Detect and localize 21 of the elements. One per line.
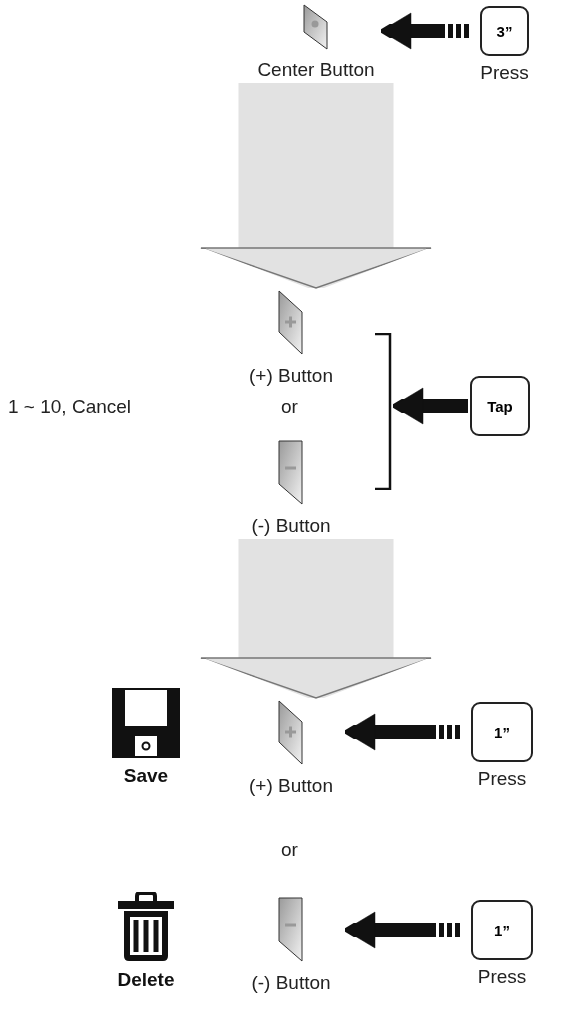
or-label: or (281, 839, 298, 861)
arrow (392, 387, 468, 425)
block-arrow (200, 83, 432, 289)
button-label: Center Button (257, 58, 375, 82)
value-range-label: 1 ~ 10, Cancel (8, 396, 132, 418)
block-arrow (200, 539, 432, 699)
or-label: or (281, 396, 298, 418)
key-box: 1” (471, 702, 533, 762)
key-box: 3” (480, 6, 529, 56)
icon-label: Delete (117, 968, 175, 992)
button-label: (-) Button (251, 971, 331, 995)
node-label: Press (476, 768, 528, 790)
bracket (374, 333, 392, 490)
button-label: (-) Button (251, 514, 331, 538)
node-label: Press (476, 966, 528, 988)
button-label: (+) Button (249, 774, 333, 798)
node-label: Press (479, 62, 530, 84)
button-label: (+) Button (249, 364, 333, 388)
icon-label: Save (123, 764, 169, 788)
key-box: Tap (470, 376, 530, 436)
key-box: 1” (471, 900, 533, 960)
